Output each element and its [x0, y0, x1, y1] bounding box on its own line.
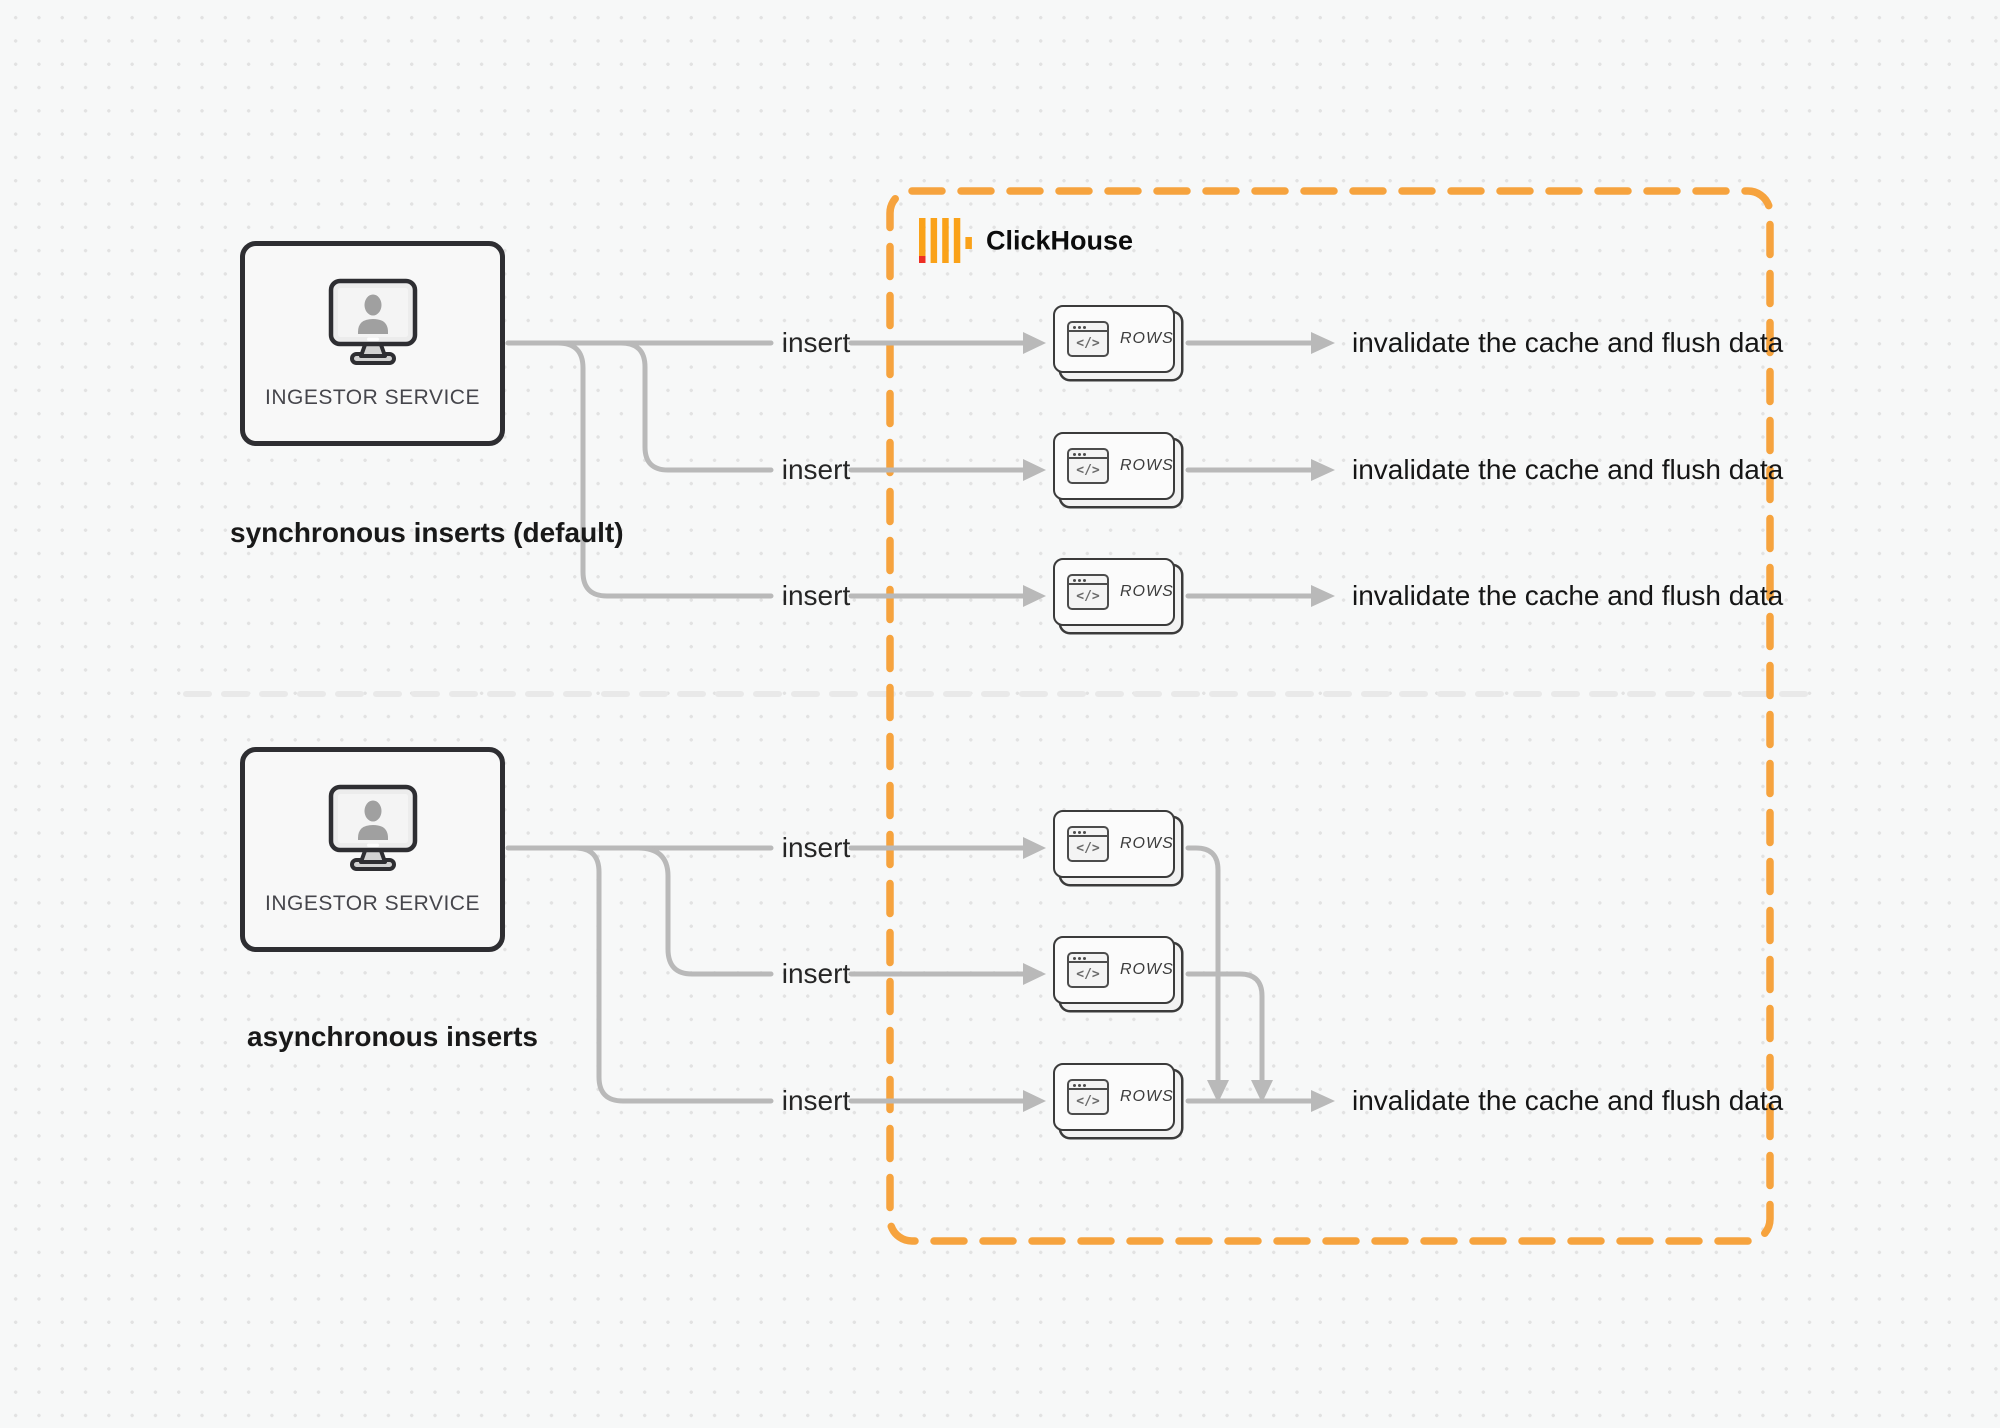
rows-card-label: ROWS	[1120, 457, 1174, 474]
monitor-user-icon	[328, 784, 417, 871]
service-label: INGESTOR SERVICE	[265, 891, 480, 915]
rows-card: </> ROWS	[1053, 558, 1175, 626]
insert-label: insert	[781, 580, 851, 611]
code-window-icon: </>	[1067, 952, 1109, 988]
code-glyph: </>	[1076, 841, 1100, 856]
result-label: invalidate the cache and flush data	[1352, 327, 1784, 358]
ingestor-service-box-sync: INGESTOR SERVICE	[240, 241, 505, 446]
rows-card-label: ROWS	[1120, 961, 1174, 978]
code-window-icon: </>	[1067, 321, 1109, 357]
insert-label: insert	[781, 1085, 851, 1116]
result-label: invalidate the cache and flush data	[1352, 454, 1784, 485]
insert-label: insert	[781, 832, 851, 863]
code-glyph: </>	[1076, 967, 1100, 982]
rows-card-label: ROWS	[1120, 835, 1174, 852]
rows-card: </> ROWS	[1053, 936, 1175, 1004]
rows-card: </> ROWS	[1053, 1063, 1175, 1131]
async-caption: asynchronous inserts	[247, 1021, 538, 1052]
clickhouse-logo-icon	[919, 218, 972, 263]
ingestor-service-box-async: INGESTOR SERVICE	[240, 747, 505, 952]
code-window-icon: </>	[1067, 448, 1109, 484]
window-dots-icon	[1073, 452, 1076, 456]
window-dots-icon	[1073, 956, 1076, 960]
rows-card-label: ROWS	[1120, 583, 1174, 600]
window-dots-icon	[1073, 578, 1076, 582]
window-dots-icon	[1073, 830, 1076, 834]
code-window-icon: </>	[1067, 574, 1109, 610]
sync-caption: synchronous inserts (default)	[230, 517, 624, 548]
code-glyph: </>	[1076, 589, 1100, 604]
insert-label: insert	[781, 958, 851, 989]
code-glyph: </>	[1076, 463, 1100, 478]
rows-card: </> ROWS	[1053, 432, 1175, 500]
async-connector-lines	[505, 845, 1314, 1104]
monitor-user-icon	[328, 278, 417, 365]
code-window-icon: </>	[1067, 1079, 1109, 1115]
code-glyph: </>	[1076, 1094, 1100, 1109]
result-label: invalidate the cache and flush data	[1352, 1085, 1784, 1116]
rows-card: </> ROWS	[1053, 810, 1175, 878]
service-label: INGESTOR SERVICE	[265, 385, 480, 409]
rows-card: </> ROWS	[1053, 305, 1175, 373]
clickhouse-label: ClickHouse	[986, 225, 1134, 256]
window-dots-icon	[1073, 325, 1076, 329]
code-glyph: </>	[1076, 336, 1100, 351]
rows-card-label: ROWS	[1120, 1088, 1174, 1105]
insert-label: insert	[781, 454, 851, 485]
sync-connector-lines	[505, 340, 1314, 599]
insert-label: insert	[781, 327, 851, 358]
window-dots-icon	[1073, 1083, 1076, 1087]
result-label: invalidate the cache and flush data	[1352, 580, 1784, 611]
code-window-icon: </>	[1067, 826, 1109, 862]
rows-card-label: ROWS	[1120, 330, 1174, 347]
